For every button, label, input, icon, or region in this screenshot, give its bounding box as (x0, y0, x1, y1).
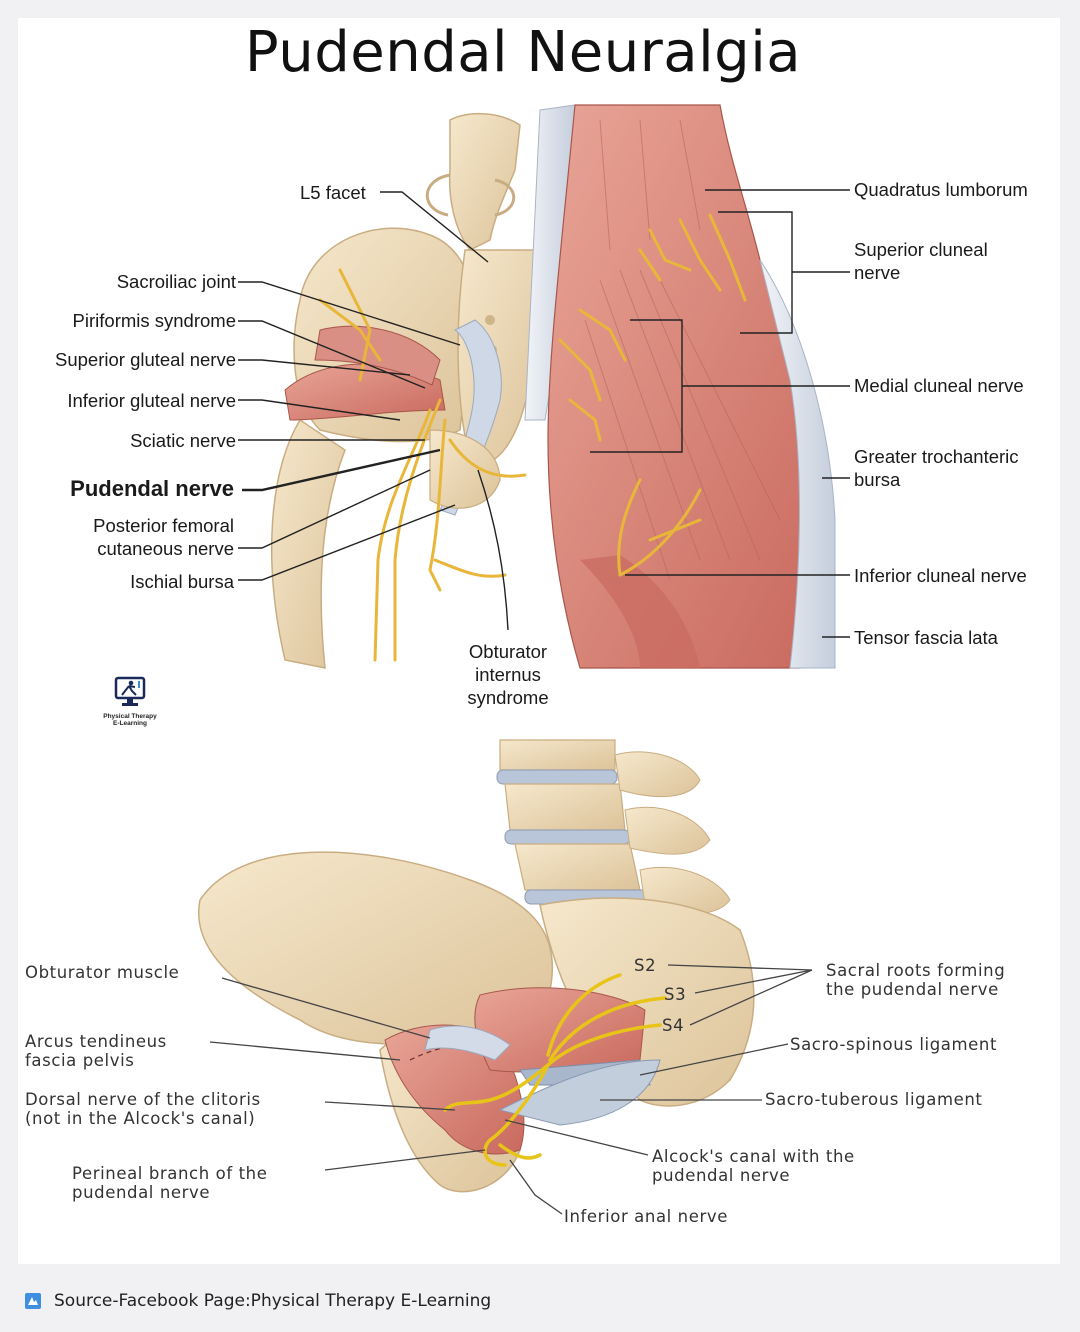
label-sacral-roots-line1: Sacral roots forming (826, 961, 1006, 980)
label-arcus-line1: Arcus tendineus (25, 1032, 167, 1051)
label-tensor-fascia-lata: Tensor fascia lata (854, 627, 998, 648)
label-s4: S4 (662, 1016, 685, 1035)
label-sacro-tuberous-ligament: Sacro-tuberous ligament (765, 1090, 983, 1109)
label-pudendal-nerve: Pudendal nerve (70, 476, 234, 501)
logo: Physical Therapy E-Learning (98, 676, 162, 727)
label-arcus-line2: fascia pelvis (25, 1051, 135, 1070)
label-perineal-branch-line1: Perineal branch of the (72, 1164, 268, 1183)
source-text: Source-Facebook Page:Physical Therapy E-… (54, 1291, 492, 1311)
bottom-leader-lines (209, 964, 813, 1215)
label-greater-trochanteric-line1: Greater trochanteric (854, 446, 1019, 467)
label-greater-trochanteric-line2: bursa (854, 469, 901, 490)
label-sciatic-nerve: Sciatic nerve (130, 430, 236, 451)
label-alcock-canal-line1: Alcock's canal with the (652, 1147, 855, 1166)
label-posterior-femoral-line2: cutaneous nerve (97, 538, 234, 559)
label-s2: S2 (634, 956, 657, 975)
label-obturator-line2: internus (475, 664, 541, 685)
label-ischial-bursa: Ischial bursa (130, 571, 234, 592)
label-inferior-anal-nerve: Inferior anal nerve (564, 1207, 728, 1226)
label-inferior-cluneal-nerve: Inferior cluneal nerve (854, 565, 1027, 586)
logo-line1: Physical Therapy (103, 713, 157, 720)
source-footer: Source-Facebook Page:Physical Therapy E-… (24, 1288, 491, 1314)
top-leader-lines (238, 189, 850, 638)
label-dorsal-nerve-line2: (not in the Alcock's canal) (25, 1109, 256, 1128)
label-l5-facet: L5 facet (300, 182, 366, 203)
label-superior-cluneal-line2: nerve (854, 262, 901, 283)
logo-line2: E-Learning (113, 720, 147, 727)
label-alcock-canal-line2: pudendal nerve (652, 1166, 791, 1185)
label-perineal-branch-line2: pudendal nerve (72, 1183, 211, 1202)
label-obturator-line3: syndrome (467, 687, 549, 708)
page-title: Pudendal Neuralgia (244, 20, 802, 85)
label-obturator-line1: Obturator (468, 641, 548, 662)
label-dorsal-nerve-line1: Dorsal nerve of the clitoris (25, 1090, 261, 1109)
therapist-monitor-icon (114, 676, 146, 706)
label-obturator-muscle: Obturator muscle (25, 963, 180, 982)
label-sacral-roots-line2: the pudendal nerve (826, 980, 999, 999)
label-superior-gluteal-nerve: Superior gluteal nerve (55, 349, 236, 370)
label-superior-cluneal-line1: Superior cluneal (854, 239, 988, 260)
label-sacro-spinous-ligament: Sacro-spinous ligament (790, 1035, 998, 1054)
label-piriformis-syndrome: Piriformis syndrome (72, 310, 236, 331)
image-icon (25, 1293, 41, 1309)
label-quadratus-lumborum: Quadratus lumborum (854, 179, 1028, 200)
pelvis-lateral-illustration (198, 739, 755, 1193)
label-sacroiliac-joint: Sacroiliac joint (116, 271, 236, 292)
label-medial-cluneal-nerve: Medial cluneal nerve (854, 375, 1024, 396)
label-posterior-femoral-line1: Posterior femoral (93, 515, 234, 536)
label-s3: S3 (664, 985, 687, 1004)
label-inferior-gluteal-nerve: Inferior gluteal nerve (67, 390, 236, 411)
